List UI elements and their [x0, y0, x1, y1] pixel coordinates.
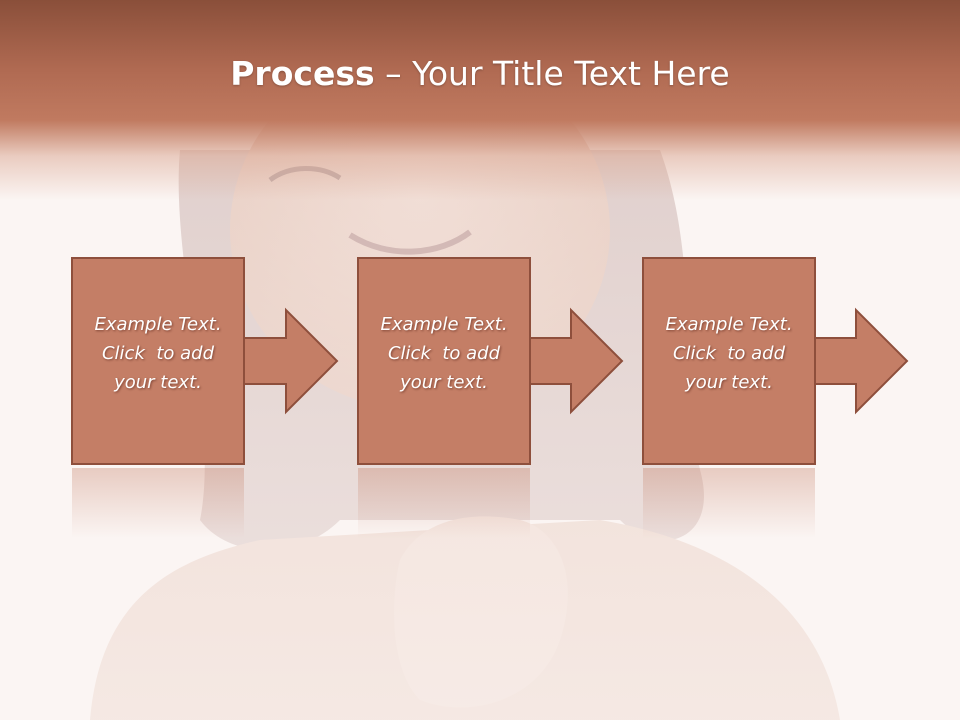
step-2-shape[interactable]: [357, 257, 624, 465]
step-2-line2: Click to add: [387, 343, 500, 364]
step-3-reflection: [643, 468, 815, 538]
step-1-text[interactable]: Example Text. Click to add your text.: [72, 310, 244, 397]
step-3-line3: your text.: [685, 372, 773, 393]
step-3-line2: Click to add: [672, 343, 785, 364]
header-band: [0, 0, 960, 200]
slide-title[interactable]: Process – Your Title Text Here: [0, 50, 960, 98]
title-strong: Process: [230, 54, 375, 93]
step-3-text[interactable]: Example Text. Click to add your text.: [643, 310, 815, 397]
step-1-line2: Click to add: [101, 343, 214, 364]
step-1-reflection: [72, 468, 244, 538]
step-3-shape[interactable]: [642, 257, 909, 465]
step-2-line1: Example Text.: [380, 314, 508, 335]
step-3-line1: Example Text.: [665, 314, 793, 335]
step-1-line3: your text.: [114, 372, 202, 393]
step-2-reflection: [358, 468, 530, 538]
step-1-line1: Example Text.: [94, 314, 222, 335]
step-2-line3: your text.: [400, 372, 488, 393]
step-1-shape[interactable]: [71, 257, 339, 465]
title-rest: – Your Title Text Here: [374, 54, 730, 93]
step-2-text[interactable]: Example Text. Click to add your text.: [358, 310, 530, 397]
